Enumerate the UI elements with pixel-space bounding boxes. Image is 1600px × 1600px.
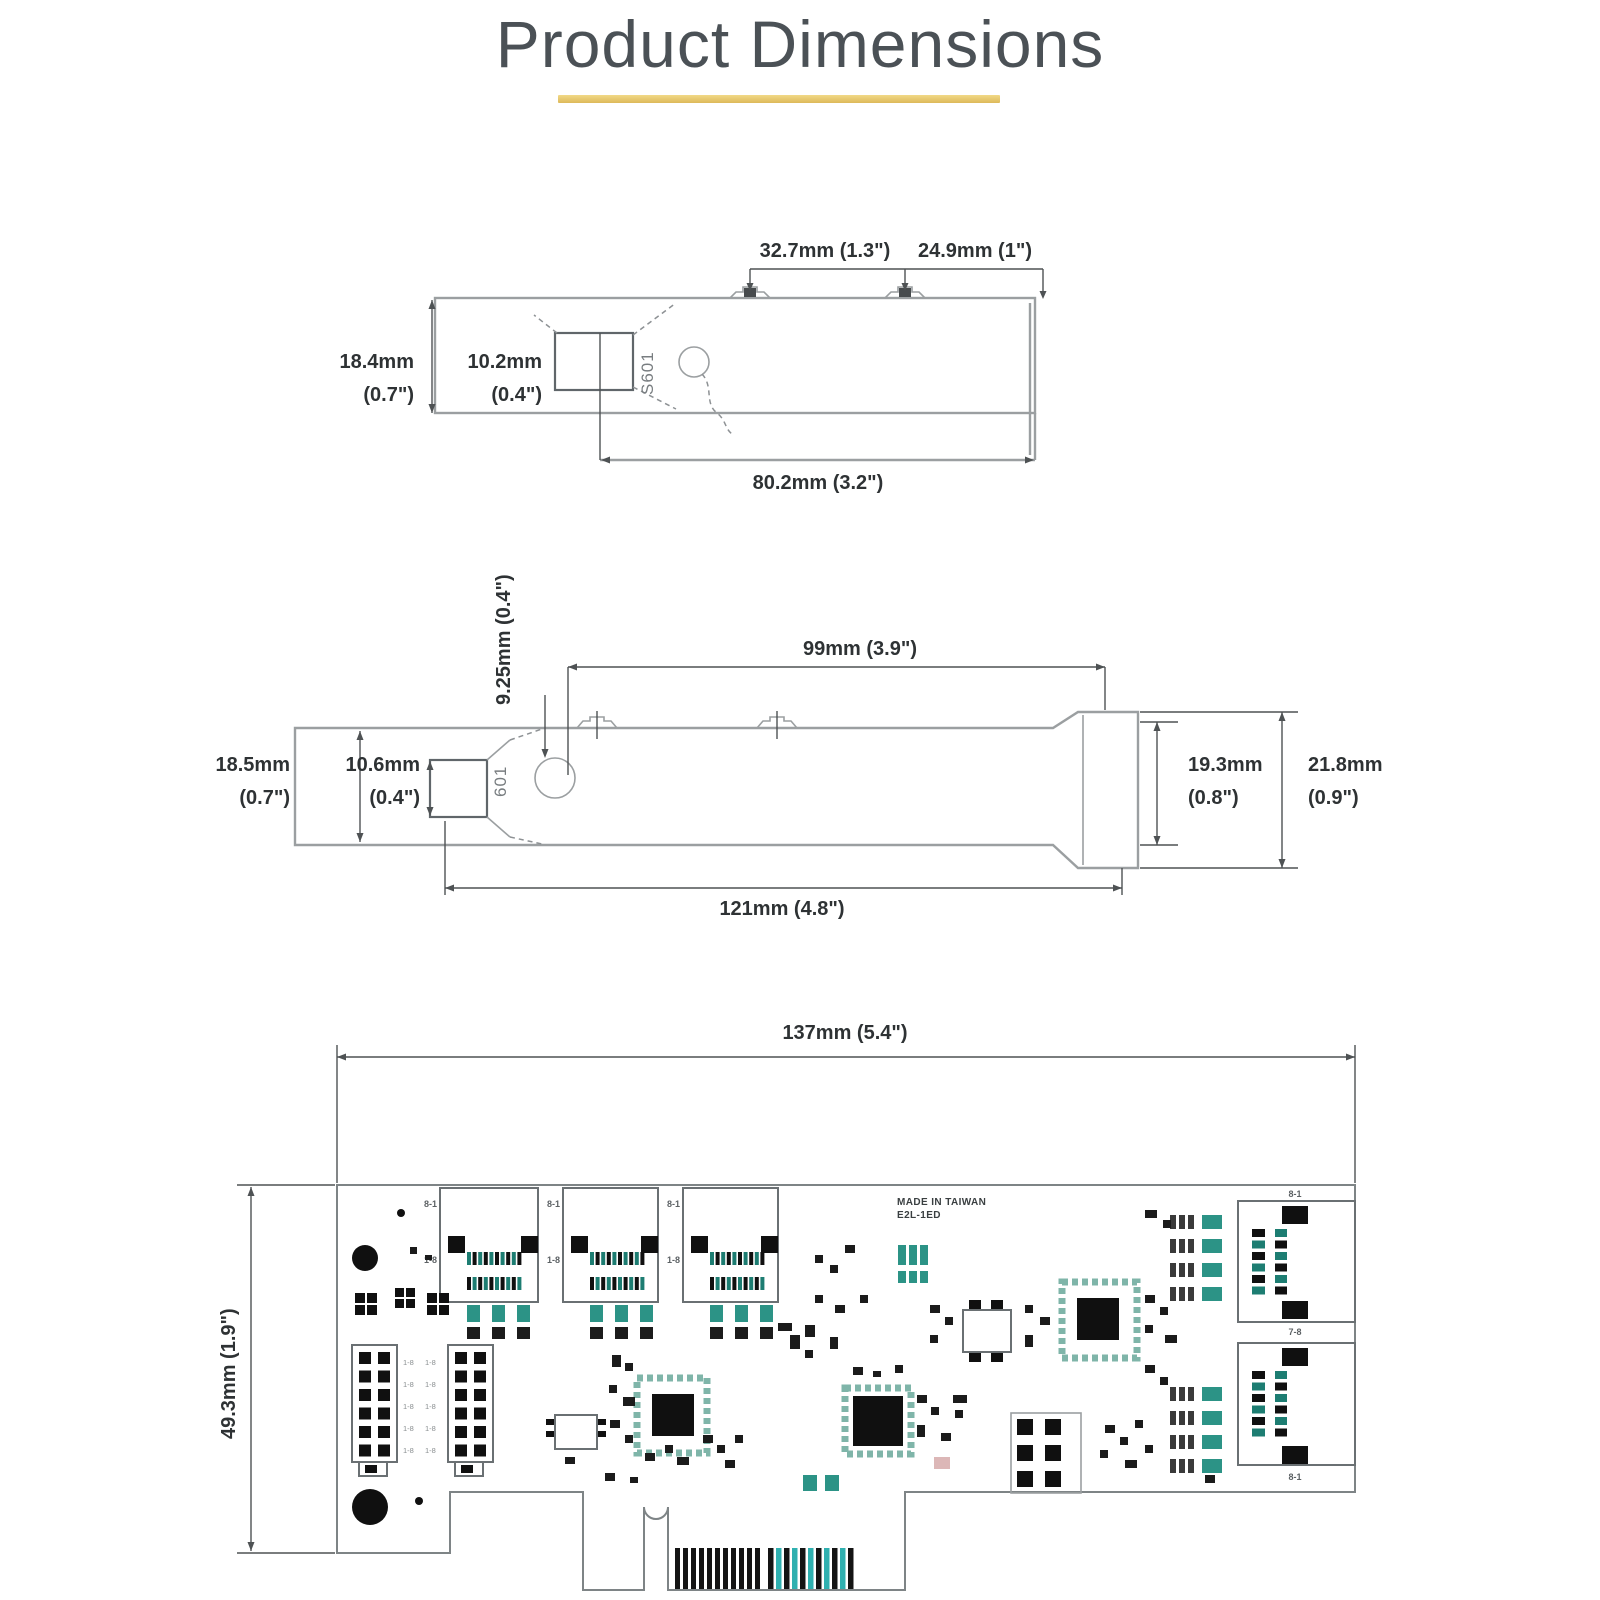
bracket-full-outline — [293, 710, 1140, 870]
dim-end-outer-in-label: (0.9") — [1308, 787, 1359, 809]
dimension-height: 18.4mm (0.7") 10.2mm (0.4") — [340, 300, 543, 413]
pin-label: 8-1 — [1288, 1472, 1301, 1482]
ic-chip-2 — [841, 1384, 915, 1458]
page-title: Product Dimensions — [495, 7, 1105, 81]
dimension-port: 10.6mm (0.4") — [346, 754, 434, 816]
pin-label: 8-1 — [424, 1199, 437, 1209]
pin-label: 8-1 — [1288, 1189, 1301, 1199]
svg-text:1-8: 1-8 — [425, 1358, 436, 1367]
svg-text:1-8: 1-8 — [425, 1424, 436, 1433]
dim-length-label: 80.2mm (3.2") — [753, 472, 884, 494]
dim-port-mm-label: 10.2mm — [468, 351, 543, 373]
dim-port-in-label: (0.4") — [369, 787, 420, 809]
bracket-side-port — [533, 302, 677, 460]
pin-header-2 — [447, 1344, 494, 1477]
dim-height-in-label: (0.7") — [239, 787, 290, 809]
dim-height-in-label: (0.7") — [363, 384, 414, 406]
bracket-side-outline — [433, 286, 1037, 462]
component-clusters — [355, 1288, 449, 1315]
pcie-edge-fingers — [675, 1548, 854, 1589]
dim-end-inner-in-label: (0.8") — [1188, 787, 1239, 809]
dim-hole-offset-label: 9.25mm (0.4") — [493, 574, 515, 705]
dimension-hole-offset: 9.25mm (0.4") — [493, 574, 549, 758]
dimension-body-length: 99mm (3.9") — [567, 638, 1106, 775]
title-underline — [558, 95, 1000, 103]
passive-components — [410, 1210, 1215, 1491]
rj45-footprint-3: 8-1 1-8 — [667, 1187, 779, 1339]
pin-label: 1-8 — [547, 1255, 560, 1265]
dim-tab-to-end-label: 24.9mm (1") — [918, 240, 1032, 262]
rj45-footprint-right-2: 8-1 — [1237, 1342, 1356, 1482]
bracket-screw-hole — [678, 346, 710, 378]
bracket-screw-hole — [534, 757, 576, 799]
right-pad-rows — [1170, 1215, 1222, 1473]
svg-text:1-8: 1-8 — [403, 1446, 414, 1455]
rj45-footprint-right-1: 8-1 7-8 — [1237, 1189, 1356, 1337]
dim-tab-spacing-label: 32.7mm (1.3") — [760, 240, 891, 262]
dim-port-in-label: (0.4") — [491, 384, 542, 406]
oscillator-footprint — [962, 1300, 1012, 1362]
svg-text:1-8: 1-8 — [403, 1424, 414, 1433]
dimension-top: 32.7mm (1.3") 24.9mm (1") — [746, 240, 1047, 299]
header-pin-labels: 1-8 1-8 1-8 1-8 1-8 1-8 1-8 1-8 1-8 1-8 — [403, 1358, 436, 1455]
dimension-board-height: 49.3mm (1.9") — [218, 1184, 335, 1554]
dimension-board-width: 137mm (5.4") — [336, 1022, 1356, 1183]
dim-board-width-label: 137mm (5.4") — [782, 1022, 907, 1044]
via — [415, 1497, 423, 1505]
pin-header-1 — [351, 1344, 398, 1477]
dim-port-mm-label: 10.6mm — [346, 754, 421, 776]
mounting-hole-top — [352, 1245, 378, 1271]
dim-board-height-label: 49.3mm (1.9") — [218, 1308, 240, 1439]
rj45-footprint-1: 8-1 1-8 — [424, 1187, 539, 1339]
leader-line — [701, 373, 733, 435]
svg-text:1-8: 1-8 — [425, 1402, 436, 1411]
bracket-full-port — [428, 728, 543, 845]
bracket-marking: S601 — [638, 351, 657, 395]
dim-height-mm-label: 18.4mm — [340, 351, 415, 373]
bracket-full-view-drawing: 601 9.25mm (0.4") 99mm (3.9") 18.5mm (0.… — [216, 574, 1383, 920]
rj45-footprint-2: 8-1 1-8 — [547, 1187, 659, 1339]
dim-height-mm-label: 18.5mm — [216, 754, 291, 776]
pin-label: 8-1 — [667, 1199, 680, 1209]
pin-label: 7-8 — [1288, 1327, 1301, 1337]
bracket-marking: 601 — [491, 766, 510, 797]
dim-body-length-label: 99mm (3.9") — [803, 638, 917, 660]
svg-text:1-8: 1-8 — [425, 1380, 436, 1389]
ic-chip-3 — [1058, 1278, 1141, 1362]
dim-end-outer-mm-label: 21.8mm — [1308, 754, 1383, 776]
pin-label: 1-8 — [667, 1255, 680, 1265]
dim-end-inner-mm-label: 19.3mm — [1188, 754, 1263, 776]
dim-total-length-label: 121mm (4.8") — [719, 898, 844, 920]
svg-text:1-8: 1-8 — [403, 1380, 414, 1389]
svg-text:1-8: 1-8 — [403, 1402, 414, 1411]
dimension-end-inner: 19.3mm (0.8") — [1140, 721, 1263, 846]
silkscreen-model: E2L-1ED — [897, 1210, 941, 1221]
pcb-top-view-drawing: 137mm (5.4") 49.3mm (1.9") — [218, 1022, 1356, 1591]
via — [397, 1209, 405, 1217]
silkscreen-made-in: MADE IN TAIWAN — [897, 1197, 986, 1208]
bracket-side-view-drawing: S601 32.7mm (1.3") 24.9mm (1") 18.4mm (0… — [340, 240, 1047, 494]
soic-footprint — [546, 1414, 606, 1450]
dimension-height: 18.5mm (0.7") — [216, 731, 364, 842]
svg-text:1-8: 1-8 — [425, 1446, 436, 1455]
ic-chip-1 — [633, 1374, 711, 1457]
svg-text:1-8: 1-8 — [403, 1358, 414, 1367]
mounting-hole-bottom — [352, 1489, 388, 1525]
pad-grid — [1010, 1412, 1082, 1494]
pin-label: 8-1 — [547, 1199, 560, 1209]
dimension-length: 80.2mm (3.2") — [601, 456, 1034, 494]
dimension-total-length: 121mm (4.8") — [444, 821, 1123, 920]
dimension-end-outer: 21.8mm (0.9") — [1140, 711, 1383, 869]
